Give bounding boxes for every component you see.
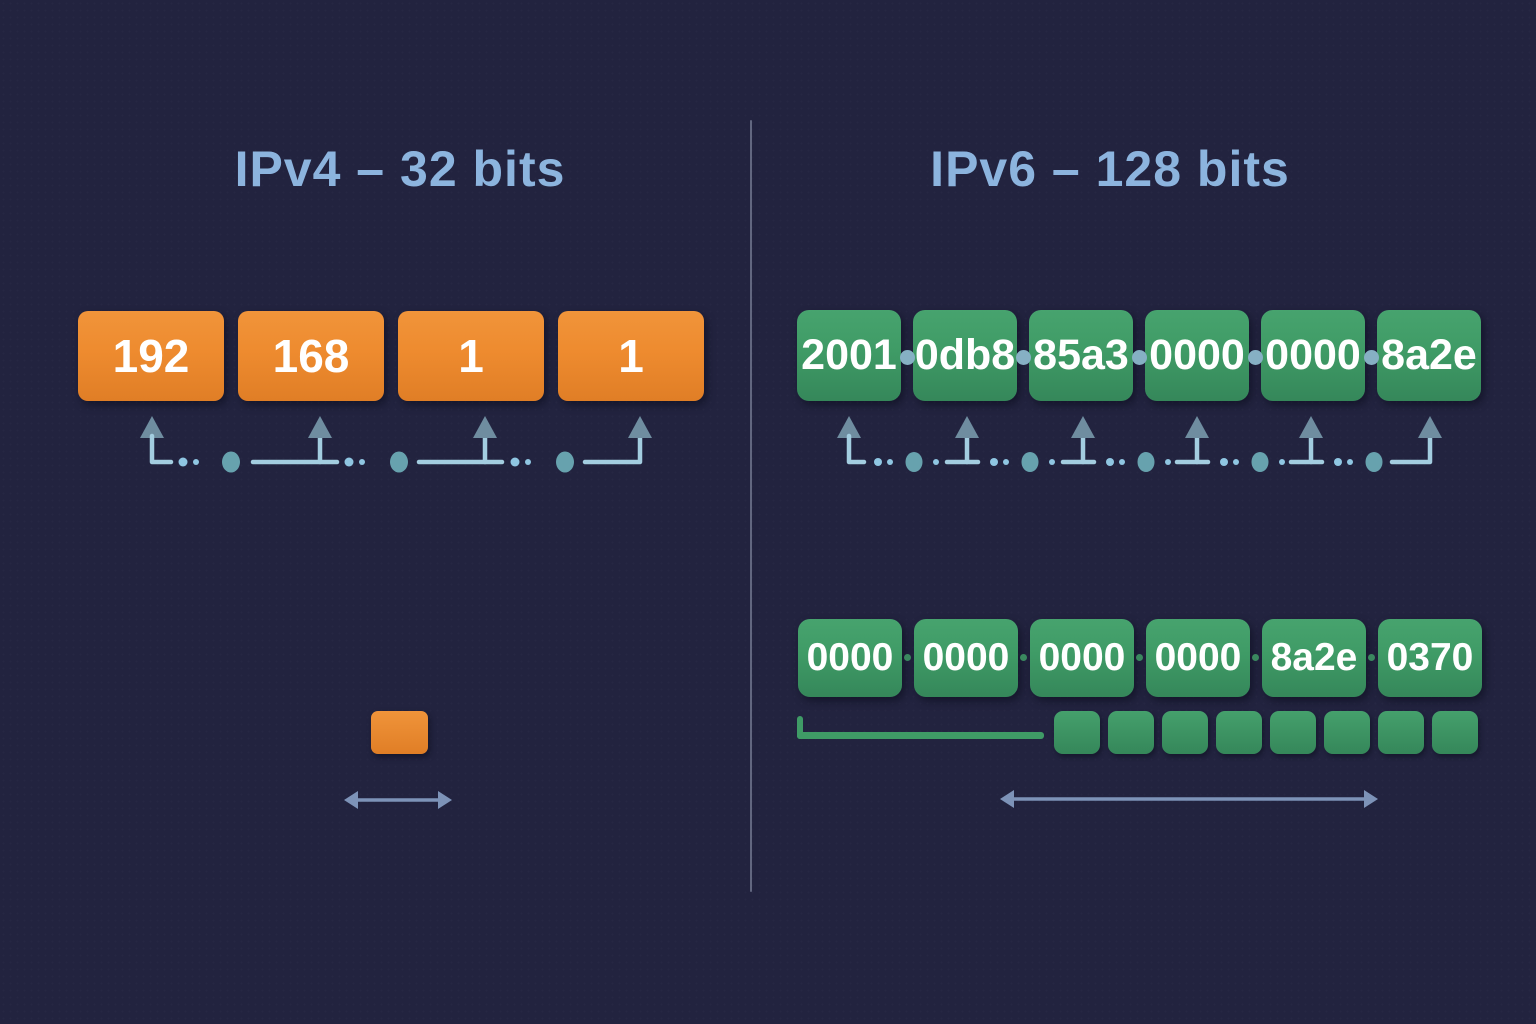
colon-dot-icon — [1248, 350, 1263, 365]
arrow-left-icon — [344, 791, 358, 809]
arrow-right-icon — [438, 791, 452, 809]
colon-dot-icon — [1020, 654, 1027, 661]
ipv4-octet-width-arrow — [344, 791, 452, 809]
up-arrow-icon — [1071, 416, 1095, 438]
up-arrow-icon — [837, 416, 861, 438]
ipv6-group-box-9: 0000 — [1030, 619, 1134, 697]
ipv6-group-row-bottom: 0000 0000 0000 0000 8a2e 0370 — [798, 619, 1482, 697]
dot-separator-icon — [556, 451, 574, 473]
ipv4-octet-row: 192 168 1 1 — [78, 311, 704, 401]
ipv6-group-box-2: 0db8 — [913, 310, 1017, 401]
ipv6-colon-notation-arrows — [837, 416, 1442, 472]
colon-dot-icon — [1016, 350, 1031, 365]
ipv4-octet-box-4: 1 — [558, 311, 704, 401]
ipv6-group-box-4: 0000 — [1145, 310, 1249, 401]
ipv4-octet-box-3: 1 — [398, 311, 544, 401]
bit-square — [1054, 711, 1100, 754]
arrow-right-icon — [1364, 790, 1378, 808]
ipv6-group-box-8: 0000 — [914, 619, 1018, 697]
bit-square — [1324, 711, 1370, 754]
bit-square — [1216, 711, 1262, 754]
ipv6-group-box-6: 8a2e — [1377, 310, 1481, 401]
ipv6-title: IPv6 – 128 bits — [930, 141, 1290, 197]
up-arrow-icon — [1185, 416, 1209, 438]
dot-separator-icon — [1251, 452, 1269, 472]
zero-run-bracket-tick — [797, 716, 803, 739]
ipv6-group-row-top: 2001 0db8 85a3 0000 0000 8a2e — [797, 310, 1481, 401]
bit-square — [1108, 711, 1154, 754]
ipv6-group-box-7: 0000 — [798, 619, 902, 697]
colon-dot-icon — [1132, 350, 1147, 365]
ipv6-group-box-12: 0370 — [1378, 619, 1482, 697]
bit-square — [1162, 711, 1208, 754]
bit-square — [1378, 711, 1424, 754]
dot-separator-icon — [905, 452, 923, 472]
ipv4-title: IPv4 – 32 bits — [234, 141, 566, 197]
ipv6-group-width-arrow — [1000, 790, 1378, 808]
ipv6-group-box-1: 2001 — [797, 310, 901, 401]
up-arrow-icon — [1299, 416, 1323, 438]
dot-separator-icon — [222, 451, 240, 473]
arrow-left-icon — [1000, 790, 1014, 808]
bit-square — [1270, 711, 1316, 754]
colon-dot-icon — [1364, 350, 1379, 365]
ipv4-octet-size-box — [371, 711, 428, 754]
up-arrow-icon — [308, 416, 332, 438]
colon-dot-icon — [904, 654, 911, 661]
zero-run-bracket — [797, 732, 1044, 739]
up-arrow-icon — [1418, 416, 1442, 438]
ipv6-group-box-10: 0000 — [1146, 619, 1250, 697]
ipv6-group-box-5: 0000 — [1261, 310, 1365, 401]
dot-separator-icon — [1021, 452, 1039, 472]
up-arrow-icon — [628, 416, 652, 438]
colon-dot-icon — [1252, 654, 1259, 661]
up-arrow-icon — [955, 416, 979, 438]
up-arrow-icon — [140, 416, 164, 438]
colon-dot-icon — [1136, 654, 1143, 661]
up-arrow-icon — [473, 416, 497, 438]
ipv4-octet-box-2: 168 — [238, 311, 384, 401]
dot-separator-icon — [390, 451, 408, 473]
dot-separator-icon — [1365, 452, 1383, 472]
colon-dot-icon — [1368, 654, 1375, 661]
dot-separator-icon — [1137, 452, 1155, 472]
bit-square — [1432, 711, 1478, 754]
ipv6-bit-squares-row — [1054, 711, 1478, 754]
ipv6-group-box-11: 8a2e — [1262, 619, 1366, 697]
panel-divider — [750, 120, 752, 892]
ipv4-octet-box-1: 192 — [78, 311, 224, 401]
ipv4-dotted-notation-arrows — [140, 416, 652, 473]
ipv6-group-box-3: 85a3 — [1029, 310, 1133, 401]
colon-dot-icon — [900, 350, 915, 365]
